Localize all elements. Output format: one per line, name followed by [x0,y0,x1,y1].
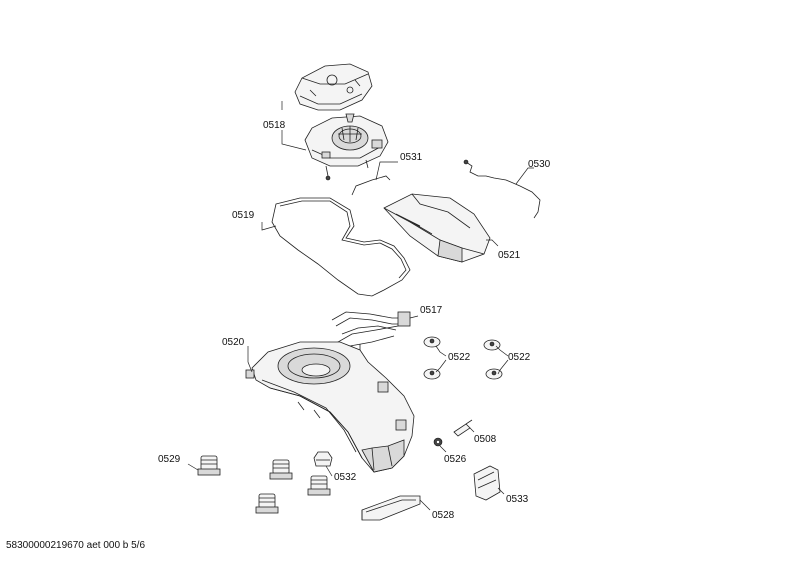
document-footer-id: 58300000219670 aet 000 b 5/6 [6,540,146,551]
callout-0508: 0508 [474,434,497,445]
leader-lines [187,101,534,511]
callout-0529: 0529 [158,454,181,465]
callout-0530: 0530 [528,159,551,170]
callout-0531: 0531 [400,152,423,163]
callout-0517: 0517 [420,305,443,316]
callout-0528: 0528 [432,510,455,521]
callout-0522-right: 0522 [508,352,531,363]
cap-part [313,451,333,467]
callout-0520: 0520 [222,337,245,348]
harness-connector [463,159,469,165]
wire-clip-part [351,175,391,196]
gasket-part [271,197,411,297]
callout-0533: 0533 [506,494,529,505]
sensor-part [453,419,473,437]
callout-0526: 0526 [444,454,467,465]
foot-part-1 [197,455,221,476]
thermostat-part-2 [483,339,503,380]
air-duct-part [383,193,491,263]
fan-motor-assembly-part [304,113,389,181]
wiring-harness-part [465,161,541,219]
callout-0519: 0519 [232,210,255,221]
bracket-part [473,465,501,501]
fan-cover-part [294,63,373,111]
foot-part-2 [269,459,293,480]
heating-element-part [331,311,411,356]
callout-0521: 0521 [498,250,521,261]
callout-0518: 0518 [263,120,286,131]
foot-part-4 [255,493,279,514]
filter-tray-part [361,495,421,521]
main-housing-part [245,341,415,473]
foot-part-3 [307,475,331,496]
thermostat-part-1 [423,336,441,380]
callout-0532: 0532 [334,472,357,483]
grommet-part [433,437,443,447]
callout-0522-left: 0522 [448,352,471,363]
